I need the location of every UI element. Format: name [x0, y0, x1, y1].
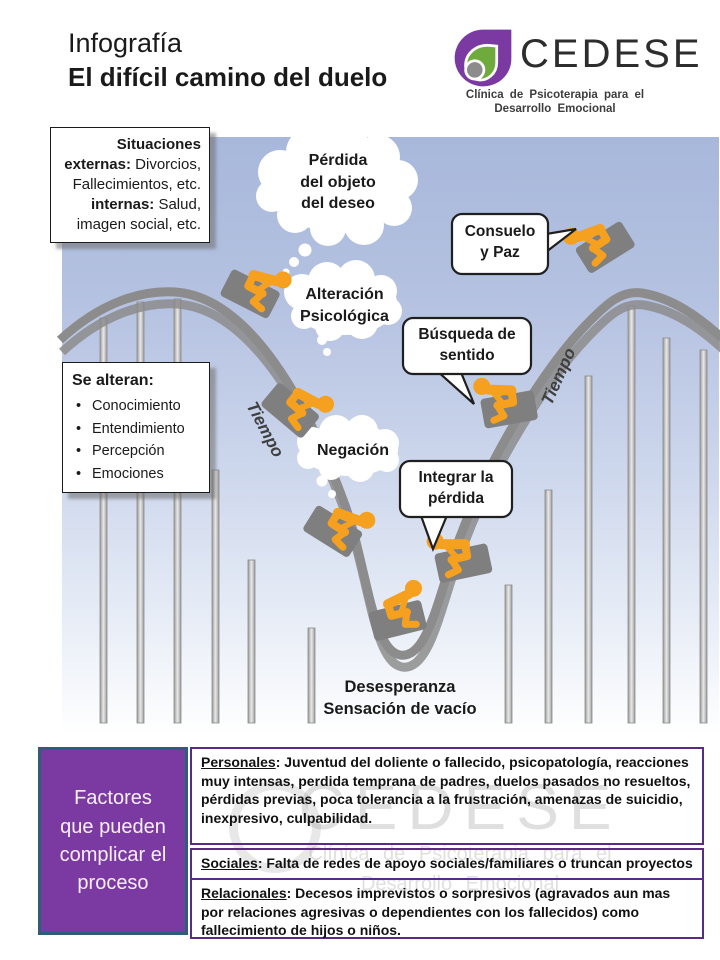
label-busqueda-sentido: Búsqueda de sentido	[418, 326, 516, 364]
cedese-logo-text: CEDESE	[520, 32, 703, 76]
speech-bubble-integrar	[398, 459, 514, 553]
track-rail-upper	[56, 287, 720, 660]
personales-label: Personales	[201, 754, 276, 770]
list-item: Entendimiento	[72, 418, 200, 441]
label-alteracion-psicologica: Alteración Psicológica	[300, 286, 389, 325]
label-integrar-perdida: Integrar la pérdida	[418, 469, 494, 507]
page-kicker: Infografía	[68, 28, 183, 58]
situaciones-bold-externas: Situaciones externas:	[64, 136, 201, 174]
personales-text: : Juventud del doliente o fallecido, psi…	[201, 754, 691, 826]
label-negacion: Negación	[316, 442, 389, 459]
grief-track	[56, 287, 720, 672]
list-item: Percepción	[72, 440, 200, 463]
relacionales-text: : Decesos imprevistos o sorpresivos (agr…	[201, 885, 671, 939]
relacionales-label: Relacionales	[201, 885, 287, 901]
sociales-label: Sociales	[201, 855, 258, 871]
list-item: Conocimiento	[72, 395, 200, 418]
thought-cloud-perdida	[256, 123, 418, 276]
track-pillars	[99, 298, 708, 724]
riders	[216, 199, 639, 642]
situaciones-bold-internas: internas:	[90, 196, 155, 214]
track-rail-lower	[58, 299, 720, 672]
label-consuelo-paz: Consuelo y Paz	[464, 223, 536, 261]
factores-relacionales-box: Relacionales: Decesos imprevistos o sorp…	[190, 878, 704, 939]
cedese-logo-tagline: Clínica de Psicoterapia para el Desarrol…	[465, 89, 645, 116]
label-desesperanza: Desesperanza Sensación de vacío	[323, 678, 477, 719]
factores-title-box: Factores que pueden complicar el proceso	[38, 747, 188, 935]
thought-cloud-negacion	[297, 415, 399, 498]
cedese-logo-icon	[450, 26, 516, 95]
rider-peak	[558, 199, 639, 280]
se-alteran-title: Se alteran:	[72, 372, 154, 389]
situaciones-note: Situaciones externas: Divorcios, Falleci…	[50, 127, 210, 244]
situaciones-text-internas: Salud, imagen social, etc.	[76, 196, 201, 234]
situaciones-text-externas: Divorcios, Fallecimientos, etc.	[72, 156, 201, 194]
sociales-text: : Falta de redes de apoyo sociales/famil…	[257, 855, 693, 871]
list-item: Emociones	[72, 463, 200, 486]
speech-bubble-consuelo	[450, 212, 577, 276]
page-title: El difícil camino del duelo	[68, 62, 388, 92]
factores-sociales-box: Sociales: Falta de redes de apoyo social…	[190, 848, 704, 880]
thought-cloud-alteracion	[284, 260, 402, 356]
label-perdida-objeto: Pérdida del objeto del deseo	[300, 152, 376, 213]
speech-bubble-busqueda	[401, 316, 533, 405]
se-alteran-note: Se alteran: Conocimiento Entendimiento P…	[62, 362, 210, 494]
factores-personales-box: Personales: Juventud del doliente o fall…	[190, 747, 704, 845]
se-alteran-list: Conocimiento Entendimiento Percepción Em…	[72, 395, 200, 485]
